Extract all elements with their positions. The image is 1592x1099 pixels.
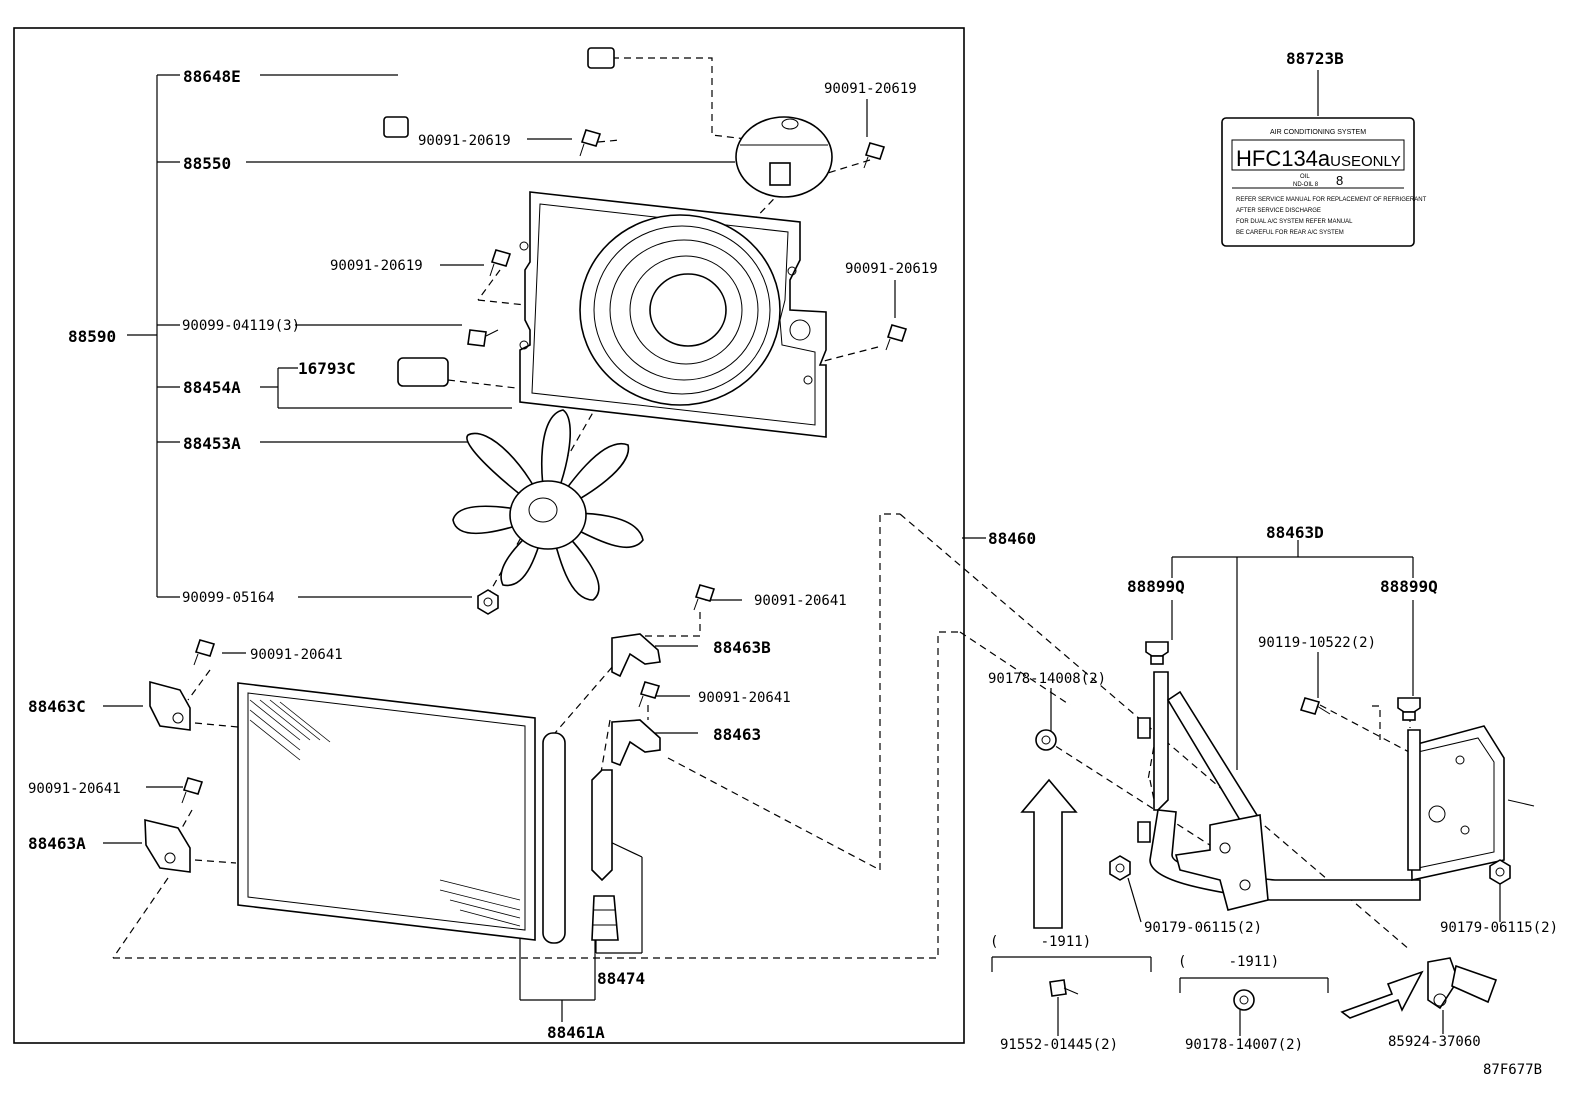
receiver-dryer-element [591,769,619,941]
bolt-90099-04119 [467,329,499,347]
label-oil-num: 8 [1336,173,1343,188]
part-90091-20641-a: 90091-20641 [754,593,847,609]
part-88474: 88474 [597,969,645,988]
part-88899q-b: 88899Q [1380,577,1438,596]
bolt-90091-20641-b [193,639,216,666]
part-90119-10522: 90119-10522(2) [1258,635,1376,651]
part-88463b: 88463B [713,638,771,657]
fan-shroud [519,191,827,438]
part-88463d: 88463D [1266,523,1324,542]
grommet-90178-14008 [1035,729,1057,751]
bolt-90119-10522 [1299,697,1331,715]
bolt-90091-20619-c [489,249,512,277]
bolt-90091-20619-b [863,142,886,169]
part-90091-20619-a: 90091-20619 [418,133,511,149]
bolt-90091-20619-a [579,129,602,157]
part-90099-04119: 90099-04119(3) [182,318,300,334]
part-90091-20641-b: 90091-20641 [250,647,343,663]
fan-assembly-bracket [127,74,180,598]
part-90099-05164: 90099-05164 [182,590,275,606]
part-88590: 88590 [68,327,116,346]
part-16793c: 16793C [298,359,356,378]
pipe-bracket-assembly [1137,671,1505,911]
part-90178-14008: 90178-14008(2) [988,671,1106,687]
label-main: HFC134aUSEONLY [1236,146,1401,171]
range-label-b: ( -1911) [1178,954,1279,970]
bolt-90091-20641-d [181,777,204,804]
condenser [237,682,566,944]
part-91552-01445: 91552-01445(2) [1000,1037,1118,1053]
assembly-frame [13,27,965,1044]
nut-90179-06115-a [1109,855,1131,881]
part-90091-20641-c: 90091-20641 [698,690,791,706]
grommet-90178-14007 [1233,989,1255,1011]
part-88461a: 88461A [547,1023,605,1042]
part-88550: 88550 [183,154,231,173]
clip-88899q-b [1397,697,1421,721]
label-note-1: REFER SERVICE MANUAL FOR REPLACEMENT OF … [1236,197,1427,203]
caution-label-plate [397,357,449,387]
part-90179-06115-a: 90179-06115(2) [1144,920,1262,936]
bolt-91552-01445 [1049,979,1079,997]
part-88453a: 88453A [183,434,241,453]
bracket-88463 [611,719,661,767]
part-88454a: 88454A [183,378,241,397]
direction-arrow-up [1020,778,1078,929]
part-88899q-a: 88899Q [1127,577,1185,596]
range-label-a: ( -1911) [990,934,1091,950]
bolt-90091-20641-c [638,681,661,708]
pressure-switch-85924-37060 [1427,957,1498,1010]
part-88463c: 88463C [28,697,86,716]
part-88723b: 88723B [1286,49,1344,68]
stud-bolt-right [1507,799,1535,807]
part-90091-20619-d: 90091-20619 [845,261,938,277]
label-oil-grade: ND-OIL 8 [1293,182,1319,188]
clip-88899q-a [1145,641,1169,665]
bolt-90091-20641-a [693,584,716,611]
direction-arrow-right [1340,970,1424,1019]
fan-motor-connector-wire [383,47,615,138]
nut-90179-06115-b [1489,859,1511,885]
label-oil: OIL [1300,174,1310,180]
bolt-90091-20619-d [885,324,908,351]
part-90091-20619-b: 90091-20619 [824,81,917,97]
figure-code: 87F677B [1483,1062,1542,1078]
fan-motor [735,116,833,198]
label-header: AIR CONDITIONING SYSTEM [1270,129,1366,136]
label-note-4: BE CAREFUL FOR REAR A/C SYSTEM [1236,230,1344,236]
leader-lines [103,70,1501,1036]
part-85924-37060: 85924-37060 [1388,1034,1481,1050]
part-88463a: 88463A [28,834,86,853]
ac-label-plate: AIR CONDITIONING SYSTEM HFC134aUSEONLY O… [1221,117,1427,247]
nut-90099-05164 [477,589,499,615]
label-note-3: FOR DUAL A/C SYSTEM REFER MANUAL [1236,219,1353,225]
part-90179-06115-b: 90179-06115(2) [1440,920,1558,936]
part-90091-20619-c: 90091-20619 [330,258,423,274]
part-90178-14007: 90178-14007(2) [1185,1037,1303,1053]
bracket-88463c [149,680,191,731]
bracket-88463a [144,818,191,873]
bracket-88463b [611,633,661,678]
cooling-fan [452,409,644,601]
part-88648e: 88648E [183,67,241,86]
label-note-2: AFTER SERVICE DISCHARGE [1236,208,1321,214]
part-88460: 88460 [988,529,1036,548]
part-90091-20641-d: 90091-20641 [28,781,121,797]
part-88463: 88463 [713,725,761,744]
